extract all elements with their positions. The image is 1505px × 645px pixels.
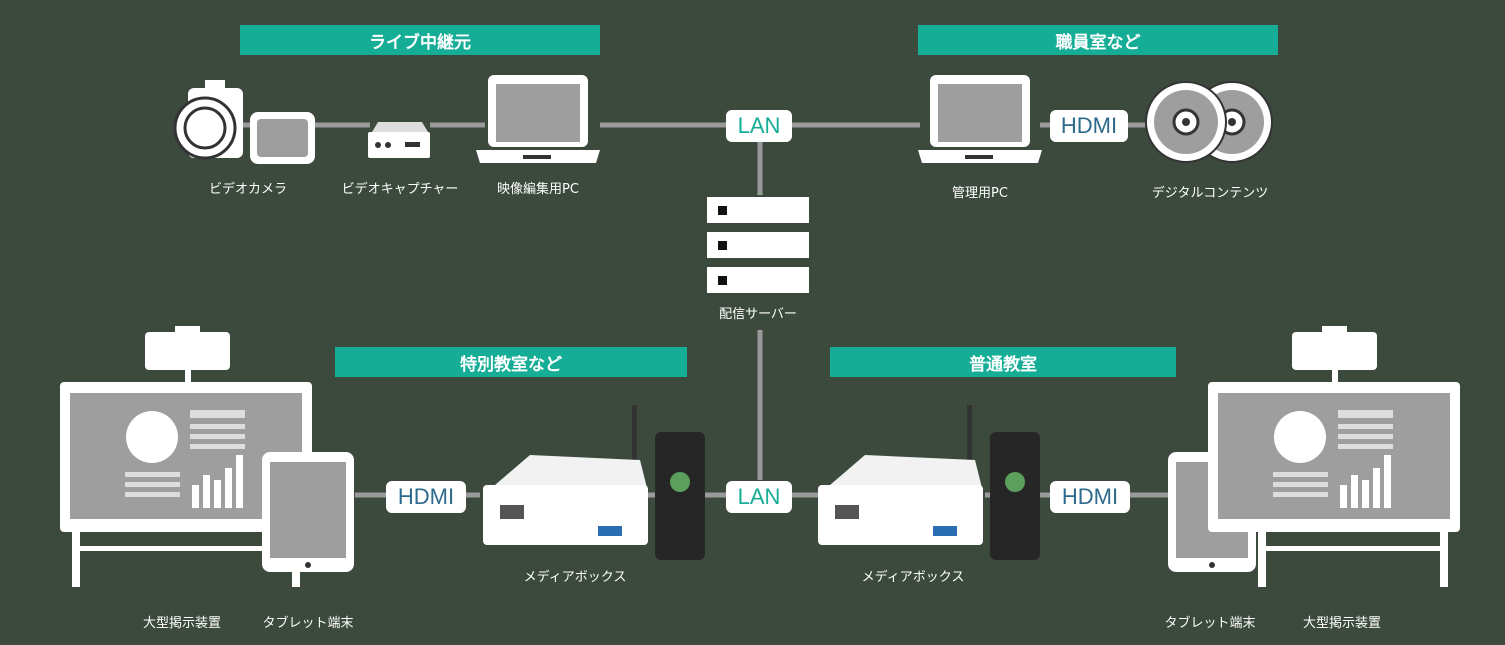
- section-header-special-room: 特別教室など: [335, 347, 687, 377]
- media-box-left-icon: [483, 405, 648, 545]
- label-tablet-left: タブレット端末: [262, 616, 354, 631]
- label-server: 配信サーバー: [719, 307, 797, 322]
- video-camera-icon: [173, 80, 315, 164]
- large-display-right-icon: [1208, 326, 1460, 587]
- lan-badge-top: LAN: [726, 110, 792, 142]
- label-digital-contents: デジタルコンテンツ: [1151, 186, 1269, 201]
- label-admin-pc: 管理用PC: [952, 186, 1008, 201]
- label-video-capture: ビデオキャプチャー: [341, 182, 459, 197]
- label-media-box-right: メディアボックス: [861, 570, 965, 585]
- hdmi-badge-right: HDMI: [1050, 481, 1130, 513]
- remote-control-left-icon: [655, 432, 705, 560]
- video-capture-icon: [368, 122, 430, 158]
- media-box-right-icon: [818, 405, 983, 545]
- tablet-left-icon: [262, 452, 354, 572]
- admin-pc-laptop-icon: [918, 75, 1042, 163]
- section-header-staff-room: 職員室など: [918, 25, 1278, 55]
- section-header-source: ライブ中継元: [240, 25, 600, 55]
- label-display-right: 大型掲示装置: [1302, 616, 1382, 631]
- label-media-box-left: メディアボックス: [523, 570, 627, 585]
- lan-badge-bottom: LAN: [726, 481, 792, 513]
- label-editing-pc: 映像編集用PC: [497, 182, 579, 197]
- server-icon: [707, 197, 809, 293]
- remote-control-right-icon: [990, 432, 1040, 560]
- editing-pc-laptop-icon: [476, 75, 600, 163]
- hdmi-badge-top: HDMI: [1050, 110, 1128, 142]
- disc-icon: [1145, 81, 1273, 163]
- hdmi-badge-left: HDMI: [386, 481, 466, 513]
- label-tablet-right: タブレット端末: [1164, 616, 1256, 631]
- section-header-classroom: 普通教室: [830, 347, 1176, 377]
- label-display-left: 大型掲示装置: [142, 616, 222, 631]
- label-video-camera: ビデオカメラ: [208, 182, 288, 197]
